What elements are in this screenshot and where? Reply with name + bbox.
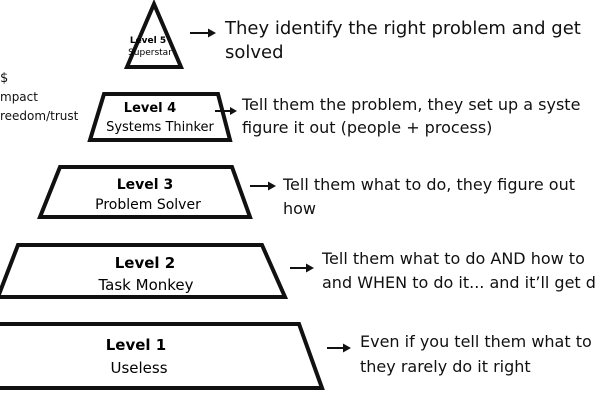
side-label-dollar: $ — [0, 71, 8, 86]
side-label-impact: mpact — [0, 90, 38, 104]
level-5-subtitle: Superstar — [128, 48, 172, 58]
level-1-arrow — [327, 343, 351, 353]
level-4-description-line-2: figure it out (people + process) — [242, 118, 492, 137]
level-3-title: Level 3 — [117, 177, 173, 193]
level-2-description-line-2: and WHEN to do it... and it’ll get d — [322, 273, 596, 292]
level-2-title: Level 2 — [115, 254, 175, 272]
level-2-group: Level 2 Task Monkey Tell them what to do… — [0, 243, 596, 299]
level-1-group: Level 1 Useless Even if you tell them wh… — [0, 322, 592, 390]
level-2-arrow — [290, 263, 314, 273]
level-1-description-line-2: they rarely do it right — [360, 357, 531, 376]
level-5-description-line-1: They identify the right problem and get — [224, 18, 581, 39]
level-2-trapezoid — [0, 243, 289, 299]
level-1-trapezoid — [0, 322, 325, 390]
level-4-group: Level 4 Systems Thinker Tell them the pr… — [87, 92, 580, 142]
level-1-description-line-1: Even if you tell them what to — [360, 332, 592, 351]
level-2-subtitle: Task Monkey — [97, 276, 193, 294]
level-5-title: Level 5 — [130, 36, 166, 46]
level-4-trapezoid — [87, 92, 233, 142]
level-3-subtitle: Problem Solver — [95, 197, 201, 213]
level-4-description-line-1: Tell them the problem, they set up a sys… — [241, 95, 580, 114]
level-3-arrow — [250, 181, 276, 191]
level-3-description-line-2: how — [283, 199, 316, 218]
level-1-title: Level 1 — [106, 336, 166, 354]
level-3-group: Level 3 Problem Solver Tell them what to… — [37, 165, 575, 219]
level-3-trapezoid — [37, 165, 253, 219]
level-5-arrow — [190, 28, 216, 38]
level-2-description-line-1: Tell them what to do AND how to — [321, 249, 585, 268]
level-4-subtitle: Systems Thinker — [106, 120, 214, 135]
level-1-subtitle: Useless — [110, 359, 167, 377]
level-4-arrow — [215, 107, 237, 115]
level-4-title: Level 4 — [124, 101, 176, 116]
level-3-description-line-1: Tell them what to do, they figure out — [282, 175, 575, 194]
level-5-description-line-2: solved — [225, 42, 284, 63]
level-5-triangle — [123, 0, 185, 69]
side-label-freedom-trust: reedom/trust — [0, 109, 79, 123]
level-5-group: Level 5 Superstar They identify the righ… — [123, 0, 581, 69]
